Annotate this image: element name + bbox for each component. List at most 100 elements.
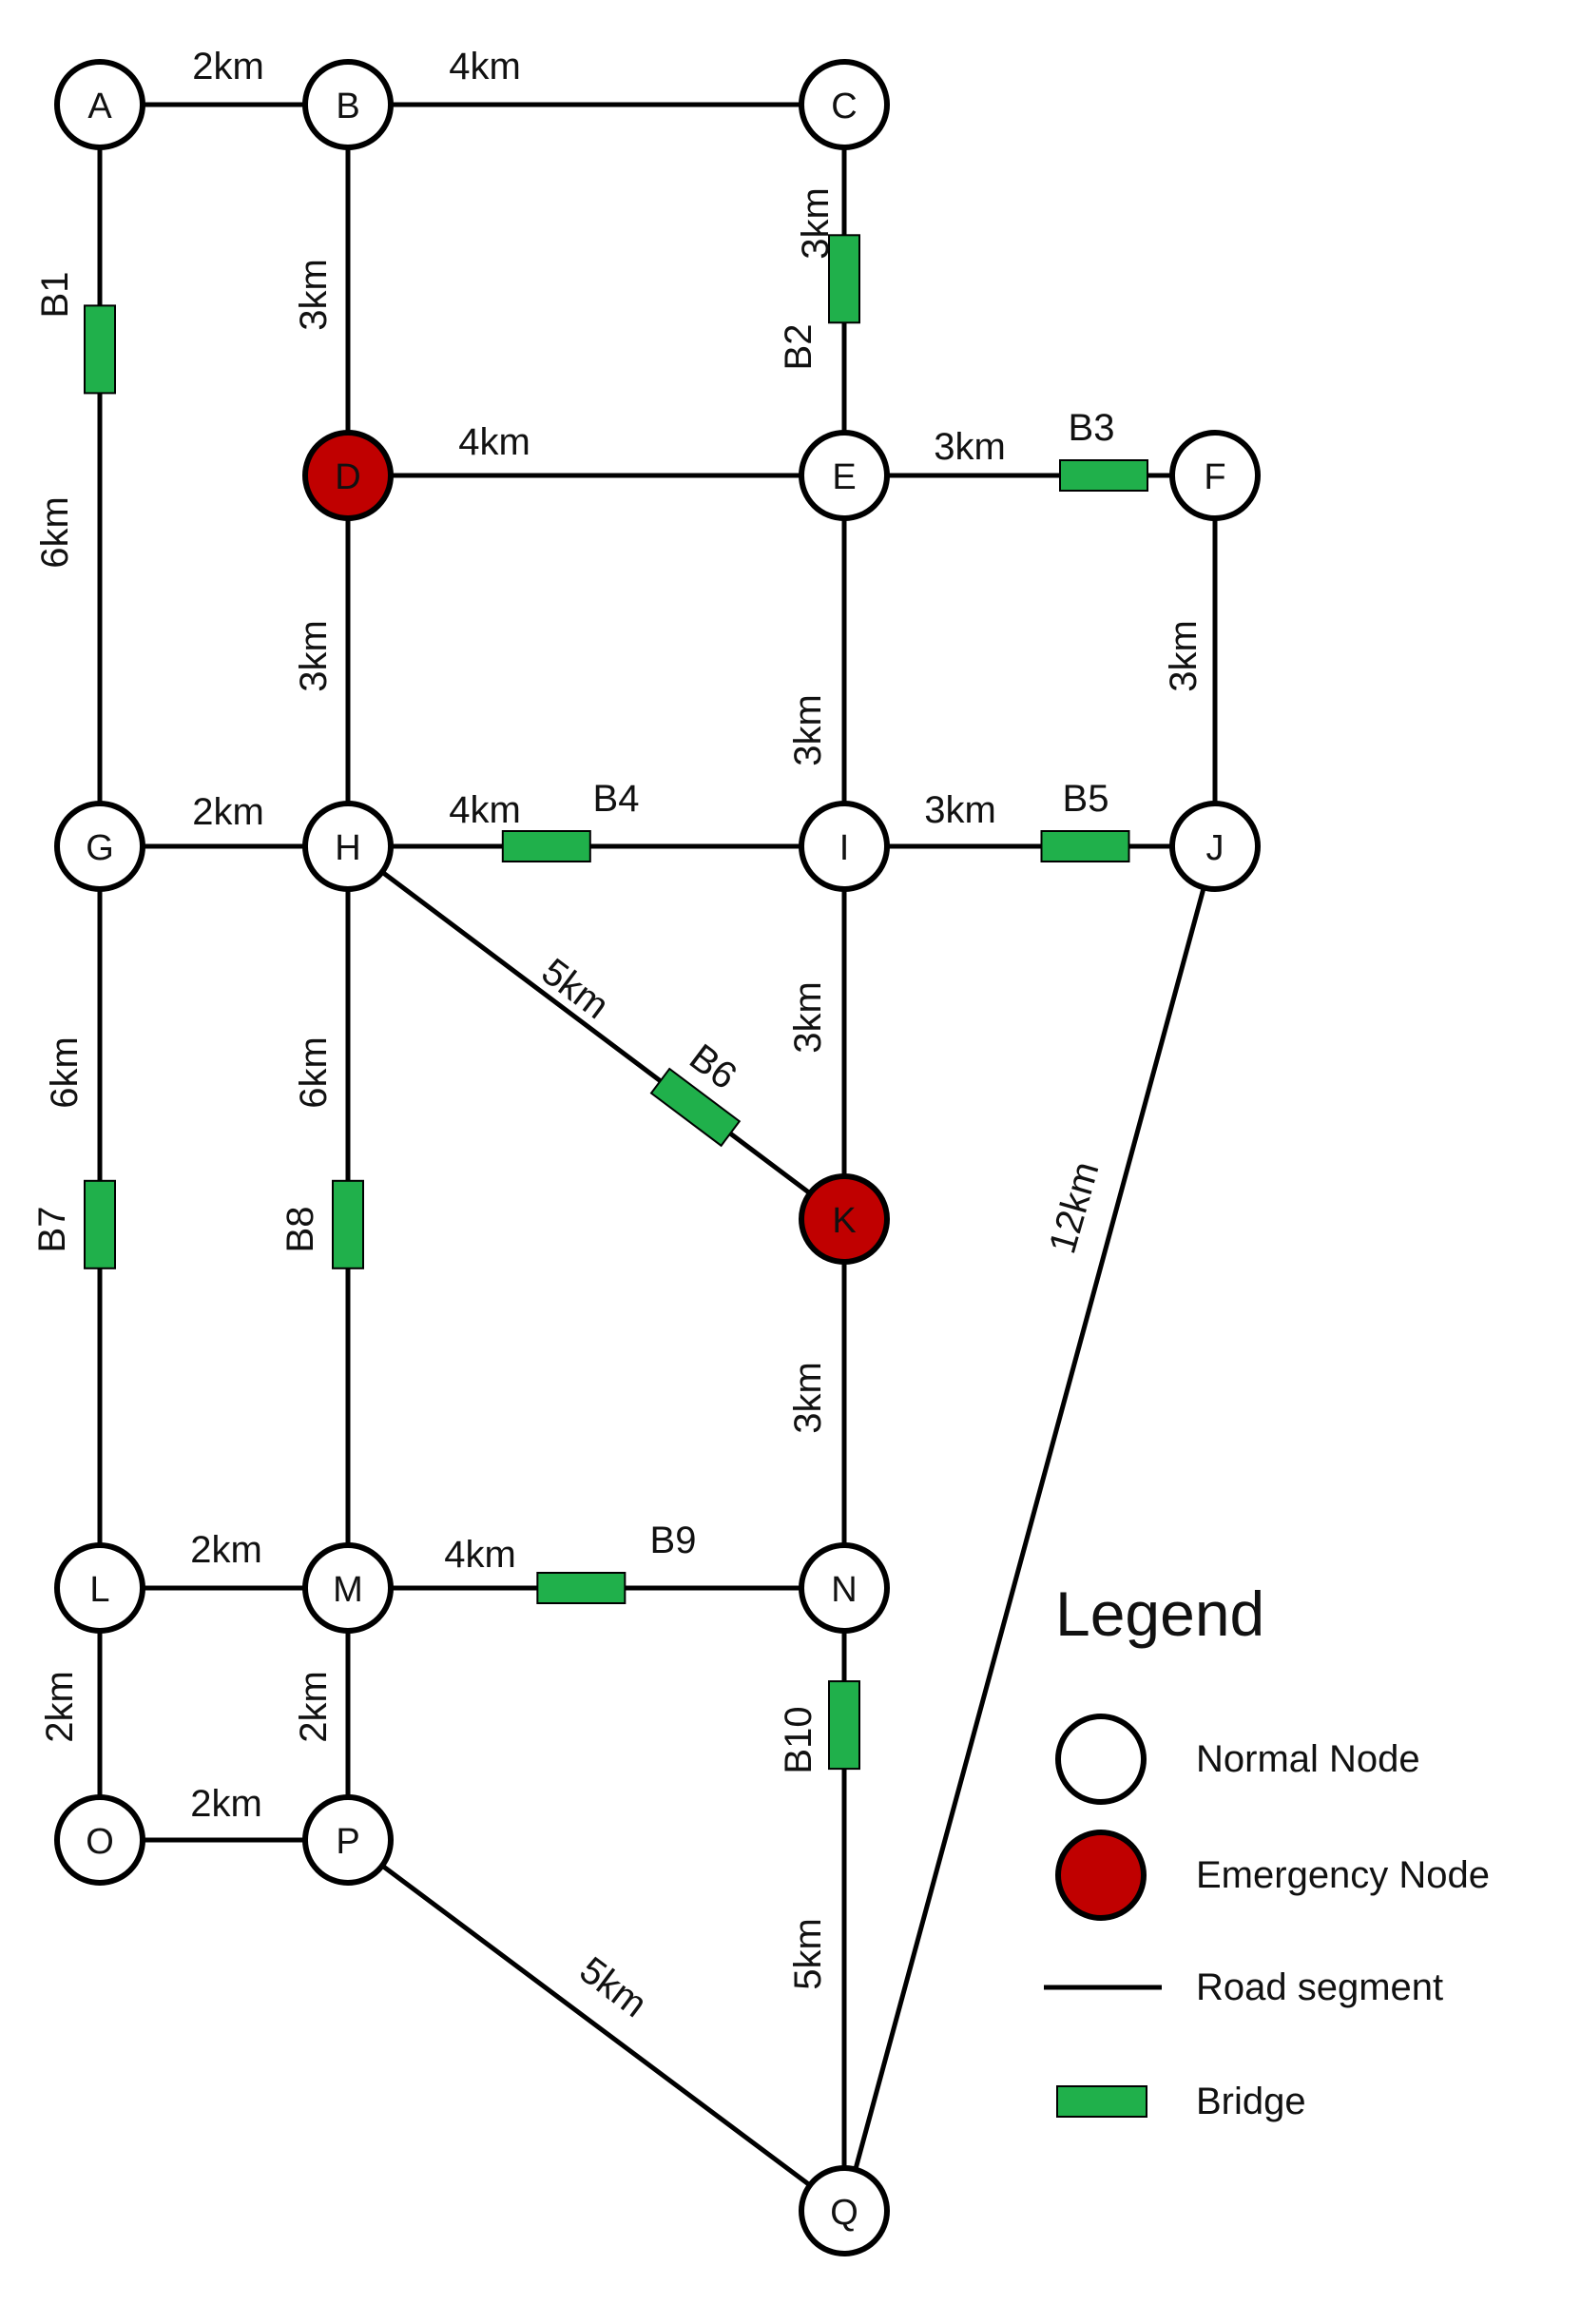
- normal-node-circle: [54, 1794, 145, 1886]
- node-m: M: [302, 1542, 394, 1634]
- road-c-e-length-label: 3km: [795, 187, 837, 260]
- node-q: Q: [799, 2165, 890, 2256]
- road-l-o-length-label: 2km: [39, 1671, 81, 1743]
- node-g: G: [54, 801, 145, 892]
- road-g-h-length-label: 2km: [192, 791, 264, 833]
- node-j-label: J: [1206, 828, 1224, 868]
- node-f-label: F: [1204, 457, 1225, 497]
- road-j-q: [841, 845, 1218, 2212]
- node-o: O: [54, 1794, 145, 1886]
- road-p-q: [346, 1837, 846, 2214]
- bridge-b7: [84, 1179, 116, 1269]
- legend-emergency-node-swatch: [1055, 1830, 1147, 1921]
- node-p-label: P: [336, 1822, 359, 1862]
- legend: Legend Normal Node Emergency Node Road s…: [1044, 1578, 1490, 2122]
- emergency-node-circle: [302, 430, 394, 521]
- road-h-m-length-label: 6km: [293, 1036, 335, 1109]
- normal-node-circle: [54, 1542, 145, 1634]
- node-b: B: [302, 59, 394, 150]
- road-m-p-length-label: 2km: [293, 1671, 335, 1743]
- node-e-label: E: [832, 457, 856, 497]
- normal-node-circle: [799, 59, 890, 150]
- bridge-b8-label: B8: [280, 1207, 321, 1253]
- normal-node-circle: [799, 1542, 890, 1634]
- node-l: L: [54, 1542, 145, 1634]
- node-e: E: [799, 430, 890, 521]
- bridge-b8: [332, 1179, 364, 1269]
- node-f: F: [1169, 430, 1261, 521]
- node-m-label: M: [333, 1570, 363, 1610]
- bridge-b10: [828, 1680, 860, 1771]
- node-d-label: D: [335, 457, 360, 497]
- node-a-label: A: [87, 87, 112, 126]
- node-d: D: [302, 430, 394, 521]
- bridge-b3: [1059, 459, 1148, 492]
- node-n: N: [799, 1542, 890, 1634]
- node-c: C: [799, 59, 890, 150]
- normal-node-circle: [799, 430, 890, 521]
- legend-emergency-node-label: Emergency Node: [1196, 1854, 1490, 1896]
- road-n-q-length-label: 5km: [787, 1918, 829, 1990]
- bridge-b1-label: B1: [34, 272, 76, 319]
- road-h-k: [346, 844, 846, 1221]
- normal-node-circle: [302, 1794, 394, 1886]
- node-q-label: Q: [830, 2193, 858, 2233]
- node-o-label: O: [86, 1822, 114, 1862]
- node-i: I: [799, 801, 890, 892]
- normal-node-circle: [54, 59, 145, 150]
- node-h-label: H: [335, 828, 360, 868]
- bridges: [84, 234, 1148, 1771]
- legend-normal-node-label: Normal Node: [1196, 1738, 1420, 1780]
- road-f-j-length-label: 3km: [1163, 620, 1205, 692]
- road-a-b-length-label: 2km: [192, 46, 264, 87]
- normal-node-circle: [302, 801, 394, 892]
- legend-bridge-label: Bridge: [1196, 2081, 1306, 2122]
- road-e-f-length-label: 3km: [934, 426, 1006, 468]
- bridge-b2: [828, 234, 860, 324]
- node-i-label: I: [839, 828, 850, 868]
- normal-node-circle: [799, 2165, 890, 2256]
- bridge-b4: [501, 830, 591, 862]
- bridge-b9: [536, 1572, 627, 1604]
- bridge-b7-label: B7: [31, 1207, 73, 1253]
- bridge-b2-label: B2: [778, 324, 819, 371]
- bridge-b1: [84, 304, 116, 395]
- road-h-i-length-label: 4km: [449, 789, 521, 831]
- road-b-c-length-label: 4km: [449, 46, 521, 87]
- road-segments: [97, 102, 1218, 2214]
- road-j-q-length-label: 12km: [1041, 1157, 1107, 1258]
- road-a-g-length-label: 6km: [34, 496, 76, 569]
- edge-length-labels: 2km 4km 6km 3km 3km 4km 3km 3km 3km 3km 2km 4km 3km 5…: [34, 46, 1205, 2025]
- node-j: J: [1169, 801, 1261, 892]
- road-d-h-length-label: 3km: [293, 620, 335, 692]
- legend-bridge-swatch: [1056, 2085, 1147, 2118]
- road-l-m-length-label: 2km: [190, 1529, 262, 1571]
- legend-title: Legend: [1055, 1578, 1264, 1649]
- node-b-label: B: [336, 87, 359, 126]
- road-i-j-length-label: 3km: [924, 789, 996, 831]
- normal-node-circle: [54, 801, 145, 892]
- bridge-b3-label: B3: [1069, 407, 1115, 449]
- road-b-d-length-label: 3km: [293, 259, 335, 331]
- bridge-b4-label: B4: [593, 778, 640, 820]
- legend-normal-node-swatch: [1055, 1714, 1147, 1805]
- road-m-n-length-label: 4km: [444, 1534, 516, 1576]
- road-i-k-length-label: 3km: [787, 981, 829, 1054]
- bridge-b5: [1040, 830, 1130, 862]
- bridge-b5-label: B5: [1063, 778, 1109, 820]
- node-l-label: L: [89, 1570, 109, 1610]
- node-a: A: [54, 59, 145, 150]
- road-k-n-length-label: 3km: [787, 1362, 829, 1434]
- road-d-e-length-label: 4km: [458, 421, 530, 463]
- node-c-label: C: [831, 87, 857, 126]
- normal-node-circle: [1169, 801, 1261, 892]
- node-k-label: K: [832, 1201, 856, 1241]
- node-n-label: N: [831, 1570, 857, 1610]
- bridge-b9-label: B9: [650, 1520, 697, 1561]
- node-p: P: [302, 1794, 394, 1886]
- nodes: A B C D E F G H I J K L M N O P Q: [54, 59, 1261, 2256]
- node-h: H: [302, 801, 394, 892]
